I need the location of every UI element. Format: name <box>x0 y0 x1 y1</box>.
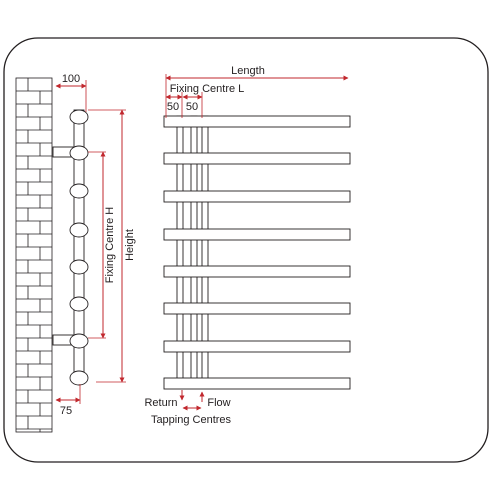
offset-b-label: 50 <box>186 101 198 113</box>
height-label: Height <box>124 229 136 261</box>
front-rail <box>163 228 351 241</box>
brick-wall <box>15 77 53 433</box>
front-rail <box>163 377 351 390</box>
front-rail <box>163 265 351 278</box>
side-rail-joint <box>69 222 89 238</box>
front-rail <box>163 152 351 165</box>
diagram-frame <box>3 37 489 463</box>
side-rail-joint <box>69 259 89 275</box>
side-rail-joint <box>69 145 89 161</box>
side-rail-joint <box>69 333 89 349</box>
depth-label: 100 <box>62 73 80 85</box>
return-label: Return <box>144 397 177 409</box>
front-view-radiator <box>163 115 351 390</box>
wall-outline <box>15 77 53 433</box>
fixing-centre-l-label: Fixing Centre L <box>170 83 245 95</box>
length-label: Length <box>231 65 265 77</box>
front-rail <box>163 302 351 315</box>
bottom-offset-label: 75 <box>60 405 72 417</box>
front-rail <box>163 115 351 128</box>
side-rail-joint <box>69 109 89 125</box>
front-rail <box>163 340 351 353</box>
front-rail <box>163 190 351 203</box>
fixing-centre-h-label: Fixing Centre H <box>104 207 116 283</box>
side-view-radiator <box>69 109 89 386</box>
offset-a-label: 50 <box>167 101 179 113</box>
side-rail-joint <box>69 183 89 199</box>
flow-label: Flow <box>207 397 230 409</box>
side-rail-joint <box>69 296 89 312</box>
side-rail-joint <box>69 370 89 386</box>
tapping-centres-label: Tapping Centres <box>151 414 232 426</box>
